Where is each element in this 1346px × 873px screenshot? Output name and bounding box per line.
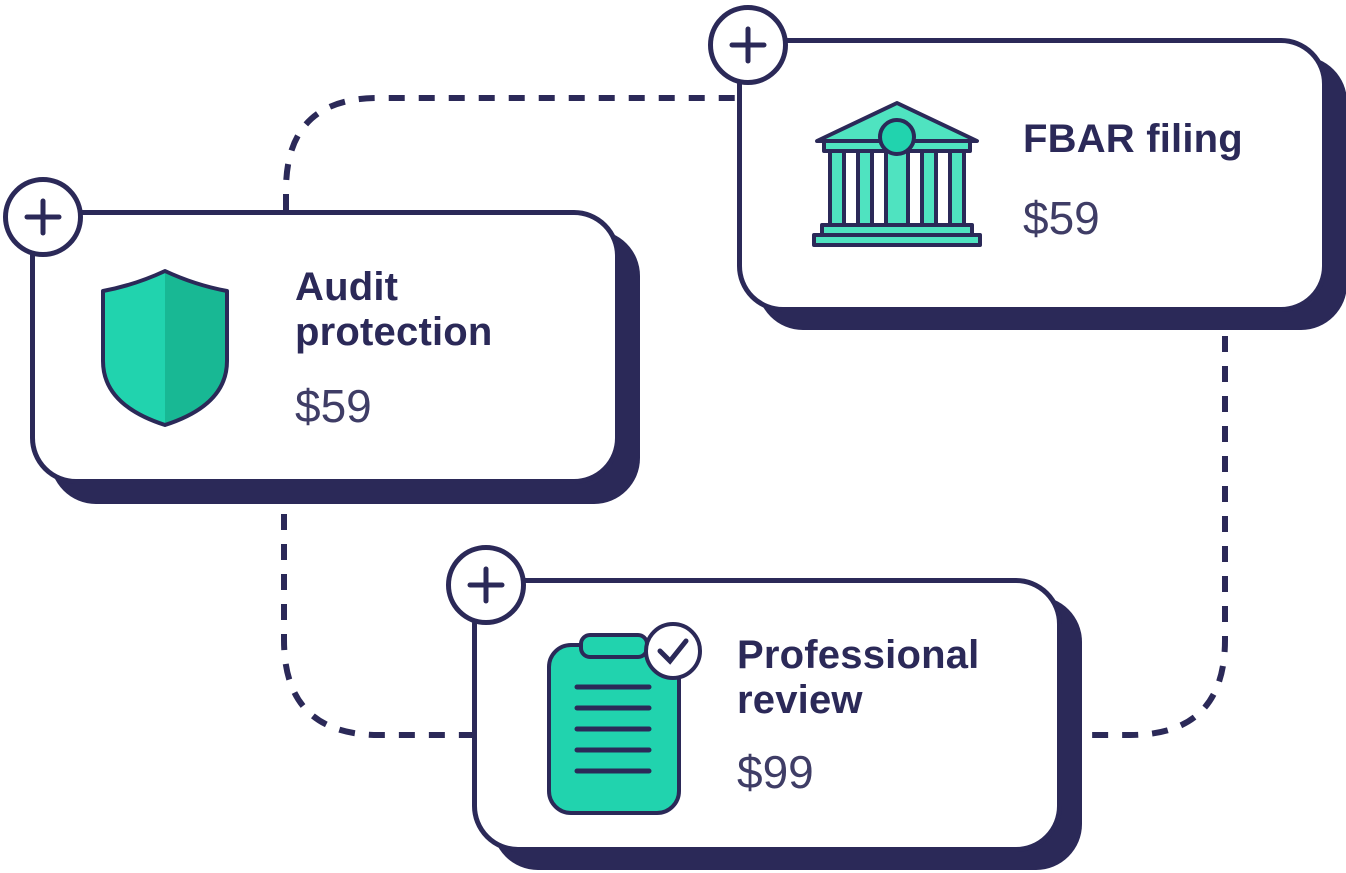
clipboard-check-icon: [547, 622, 702, 815]
plus-icon: [467, 566, 505, 604]
card-price: $59: [295, 380, 372, 432]
card-price: $59: [1023, 192, 1100, 244]
audit-protection-card[interactable]: Audit protection $59: [30, 210, 640, 504]
plus-icon: [24, 198, 62, 236]
add-fbar-filing-button[interactable]: [708, 5, 788, 85]
connector-audit-to-review: [281, 514, 472, 738]
add-professional-review-button[interactable]: [446, 545, 526, 625]
card-body: Audit protection $59: [30, 210, 620, 484]
shield-icon: [101, 269, 229, 427]
professional-review-card[interactable]: Professional review $99: [472, 578, 1082, 870]
card-title: FBAR filing: [1023, 117, 1243, 161]
plus-icon: [729, 26, 767, 64]
connector-fbar-to-review: [1090, 336, 1228, 738]
card-body: Professional review $99: [472, 578, 1062, 852]
card-body: FBAR filing $59: [737, 38, 1327, 312]
card-title-line2: protection: [295, 310, 493, 354]
card-title-line1: Professional: [737, 633, 980, 677]
card-price: $99: [737, 746, 814, 798]
card-title-line1: Audit: [295, 265, 399, 309]
card-title-line2: review: [737, 678, 863, 722]
fbar-filing-card[interactable]: FBAR filing $59: [737, 38, 1346, 330]
connector-audit-to-fbar: [283, 95, 738, 210]
bank-building-icon: [812, 101, 982, 247]
add-audit-protection-button[interactable]: [3, 177, 83, 257]
